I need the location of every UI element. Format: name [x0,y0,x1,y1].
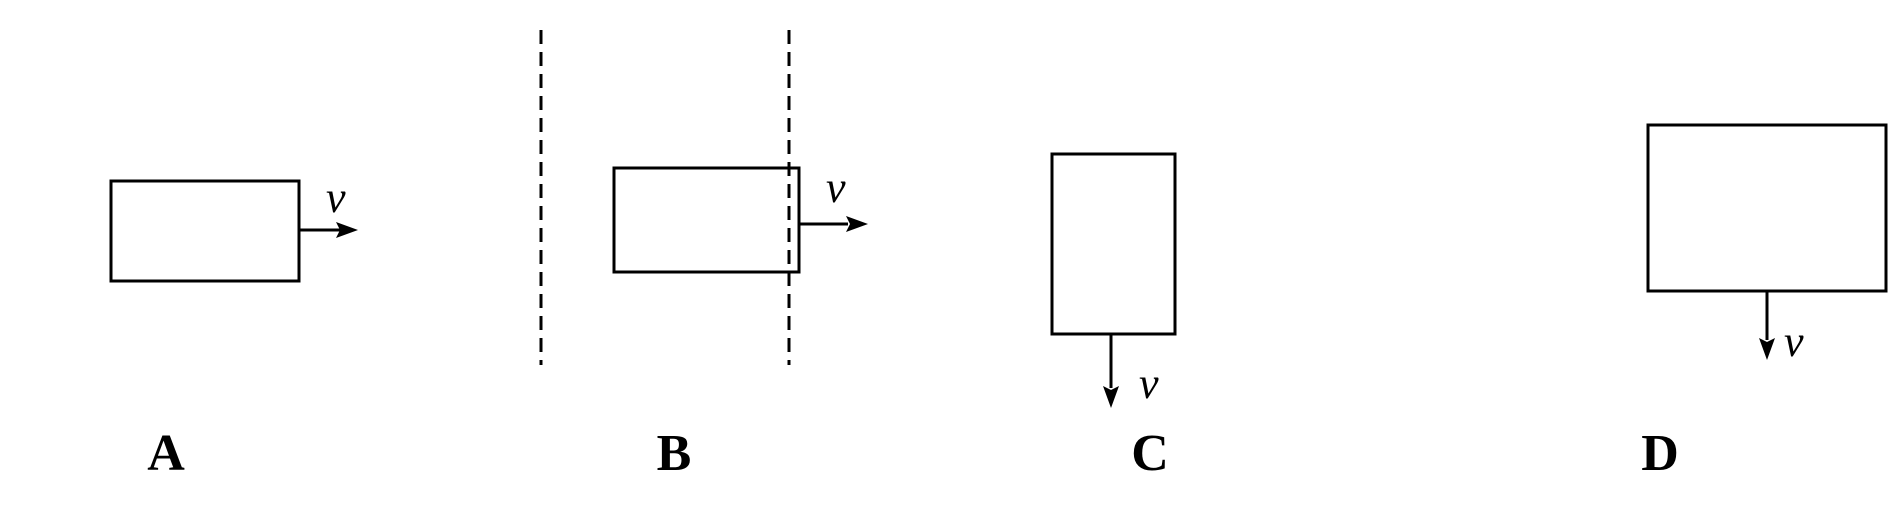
velocity-label-b: v [826,163,846,212]
cross-icon [655,212,685,242]
cross-icon [1040,192,1070,222]
velocity-label-c: v [1139,359,1159,408]
cross-icon [1257,192,1287,222]
panel-d: v D [1480,95,1888,482]
coil-frame-a [109,179,301,283]
cross-icon [1127,292,1157,322]
cross-icon [1175,292,1205,322]
panel-a: v A [32,120,375,482]
cross-icon [550,212,580,242]
cross-icon [241,120,271,150]
cross-icon [987,95,1017,125]
cross-icon [655,307,685,337]
velocity-arrow-c [1103,334,1119,408]
cross-icon [1303,95,1333,125]
cross-icon [137,310,167,340]
cross-icon [1480,95,1510,125]
field-crosses-c [987,95,1348,322]
cross-icon [1690,95,1720,125]
cross-icon [1033,292,1063,322]
cross-icon [1480,192,1510,222]
cross-icon [345,120,375,150]
cross-icon [1079,292,1109,322]
cross-icon [1199,95,1229,125]
cross-icon [1203,192,1233,222]
cross-icon [32,310,62,340]
cross-icon [241,215,271,245]
cross-icon [759,115,789,145]
cross-icon [987,292,1017,322]
cross-icon [1271,292,1301,322]
coil-frame-b [612,166,801,274]
velocity-arrow-d [1759,291,1775,360]
cross-icon [137,120,167,150]
cross-icon [1690,308,1720,338]
cross-icon [1092,95,1122,125]
coil-frame-d [1646,123,1888,293]
cross-icon [759,212,789,242]
panel-label-c: C [1131,425,1169,482]
velocity-arrow-b [799,216,868,232]
cross-icon [32,215,62,245]
field-crosses-b [550,115,789,337]
velocity-label-d: v [1784,317,1804,366]
cross-icon [1318,292,1348,322]
cross-icon [550,115,580,145]
cross-icon [1585,95,1615,125]
cross-icon [241,310,271,340]
cross-icon [759,307,789,337]
panel-label-d: D [1641,425,1679,482]
cross-icon [550,307,580,337]
cross-icon [1585,308,1615,338]
cross-icon [655,115,685,145]
coil-frame-c [1050,152,1177,336]
panel-b: v B [539,30,868,482]
velocity-label-a: v [326,173,346,222]
cross-icon [32,120,62,150]
cross-icon [1585,192,1615,222]
cross-icon [1223,292,1253,322]
cross-icon [1311,192,1341,222]
velocity-arrow-a [299,222,358,238]
panel-c: v C [987,95,1348,482]
cross-icon [137,215,167,245]
cross-icon [345,310,375,340]
cross-icon [1095,192,1125,222]
cross-icon [987,192,1017,222]
panel-label-a: A [147,425,185,482]
cross-icon [1480,308,1510,338]
panel-label-b: B [657,425,692,482]
